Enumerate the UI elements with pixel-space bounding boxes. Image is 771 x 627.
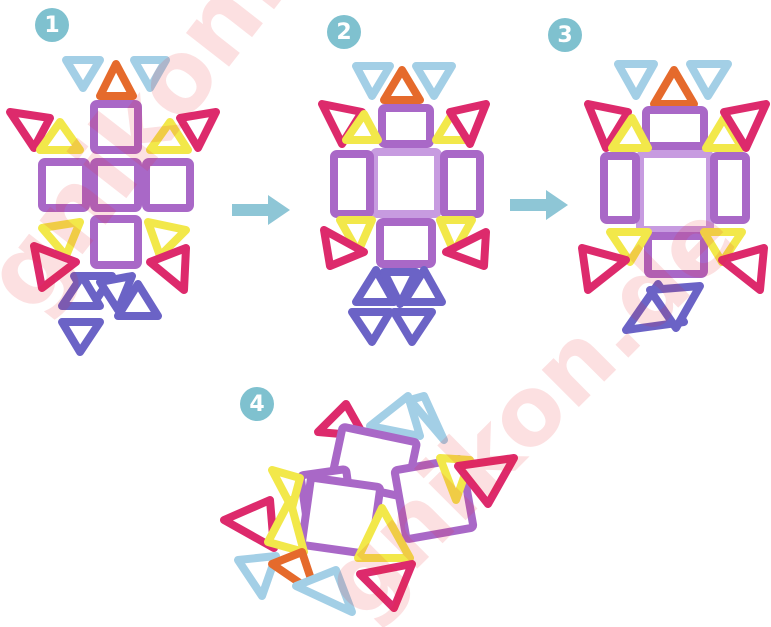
square-tile xyxy=(146,162,190,208)
orange-triangle xyxy=(654,70,694,104)
square-tile xyxy=(444,154,480,214)
square-tile xyxy=(374,152,438,214)
arrow-1-shape xyxy=(232,195,290,225)
light-blue-triangle xyxy=(134,60,166,88)
step-arrow-1-to-2 xyxy=(232,195,292,225)
square-tile xyxy=(94,219,138,265)
square-tile xyxy=(640,154,710,230)
pink-triangle xyxy=(360,564,412,608)
violet-triangle xyxy=(394,312,432,342)
square-tile xyxy=(94,104,138,150)
light-blue-triangle xyxy=(416,66,452,96)
light-blue-triangle xyxy=(66,60,100,88)
light-blue-triangle xyxy=(618,64,654,96)
orange-triangle xyxy=(100,64,133,96)
pink-triangle xyxy=(582,248,626,290)
arrow-2-shape xyxy=(510,190,568,220)
violet-triangle xyxy=(352,312,390,342)
square-tile xyxy=(334,154,370,214)
square-tile xyxy=(604,156,636,220)
pink-triangle xyxy=(722,248,764,290)
step-arrow-2-to-3 xyxy=(510,190,570,220)
square-tile xyxy=(646,110,704,146)
square-tile xyxy=(648,236,704,274)
violet-triangle xyxy=(62,322,100,352)
square-tile xyxy=(380,222,432,264)
square-tile xyxy=(42,162,86,208)
square-tile xyxy=(382,108,430,144)
light-blue-triangle xyxy=(690,64,728,96)
square-tile xyxy=(94,162,138,208)
square-tile xyxy=(714,156,746,220)
